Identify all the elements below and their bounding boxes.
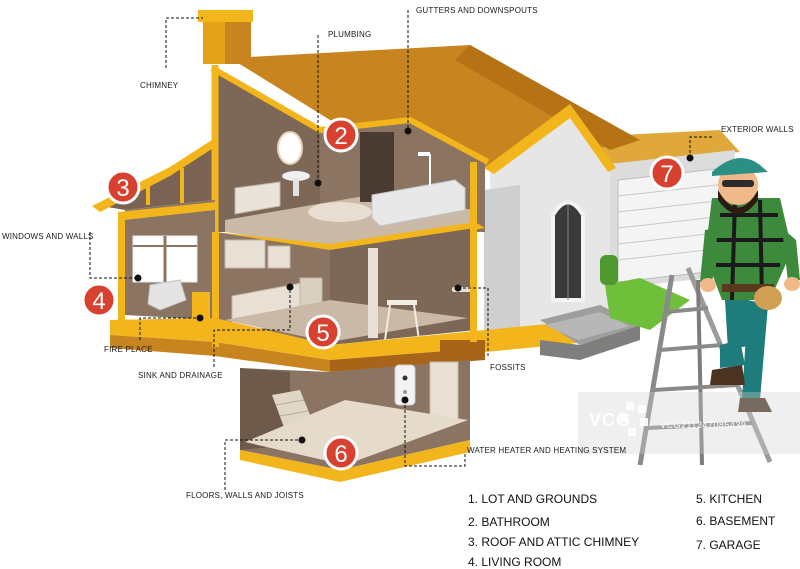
worker-shirt — [705, 198, 792, 300]
tool-pouch — [754, 286, 782, 310]
legend-item-2: 2. BATHROOM — [468, 515, 550, 529]
label-floors: FLOORS, WALLS AND JOISTS — [186, 491, 304, 500]
gable-trim — [484, 104, 616, 174]
watermark-brand: VCG — [589, 410, 632, 430]
watermark-band — [578, 392, 800, 454]
badge-2: 2 — [323, 117, 359, 153]
watermark-code: VCG211247085439 — [660, 420, 747, 430]
number-badges: 2 3 4 5 6 7 — [81, 117, 685, 471]
label-chimney: CHIMNEY — [140, 81, 179, 90]
heating-unit — [429, 361, 459, 423]
bush — [600, 255, 618, 285]
badge-5: 5 — [305, 314, 341, 350]
legend-item-3: 3. ROOF AND ATTIC CHIMNEY — [468, 535, 640, 549]
badge-7: 7 — [649, 155, 685, 191]
main-floor-joist — [110, 318, 485, 360]
bathroom-sink — [282, 171, 310, 181]
bathtub — [371, 179, 466, 227]
legend-item-1: 1. LOT AND GROUNDS — [468, 492, 598, 506]
badge-3-text: 3 — [116, 175, 129, 202]
label-windows-walls: WINDOWS AND WALLS — [2, 232, 94, 241]
legend-item-4: 4. LIVING ROOM — [468, 555, 562, 569]
label-fossits: FOSSITS — [490, 363, 526, 372]
callout-dots — [134, 127, 694, 444]
badge-4-text: 4 — [92, 288, 105, 315]
vcg-logo-mark — [620, 402, 648, 436]
callout-lines — [89, 10, 712, 490]
exterior-house — [230, 45, 740, 360]
worker-cap — [712, 157, 768, 176]
label-gutters: GUTTERS AND DOWNSPOUTS — [416, 6, 538, 15]
label-plumbing: PLUMBING — [328, 30, 372, 39]
vanity — [234, 181, 281, 215]
mirror — [277, 131, 303, 165]
chimney — [198, 10, 253, 64]
legend-item-6: 6. BASEMENT — [696, 514, 776, 528]
worker-beard — [718, 190, 758, 214]
badge-6: 6 — [323, 435, 359, 471]
armchair — [147, 279, 187, 311]
legend-item-7: 7. GARAGE — [696, 538, 761, 552]
upper-cabinet — [224, 239, 266, 269]
badge-7-text: 7 — [660, 161, 673, 188]
badge-5-text: 5 — [316, 320, 329, 347]
label-fire-place: FIRE PLACE — [104, 345, 153, 354]
cutaway-house — [92, 65, 490, 482]
ladder — [637, 274, 675, 466]
worker-on-ladder — [637, 157, 800, 466]
fireplace — [192, 292, 210, 322]
badge-6-text: 6 — [334, 441, 347, 468]
legend-item-5: 5. KITCHEN — [696, 492, 763, 506]
label-exterior-walls: EXTERIOR WALLS — [721, 125, 794, 134]
support-column — [368, 248, 378, 338]
kitchen-table — [387, 300, 417, 305]
bath-rug — [308, 202, 372, 222]
badge-3: 3 — [105, 169, 141, 205]
badge-2-text: 2 — [334, 123, 347, 150]
badge-4: 4 — [81, 282, 117, 318]
worker-glasses — [722, 180, 754, 187]
label-sink-drainage: SINK AND DRAINAGE — [138, 371, 223, 380]
label-water-heater: WATER HEATER AND HEATING SYSTEM — [467, 446, 627, 455]
